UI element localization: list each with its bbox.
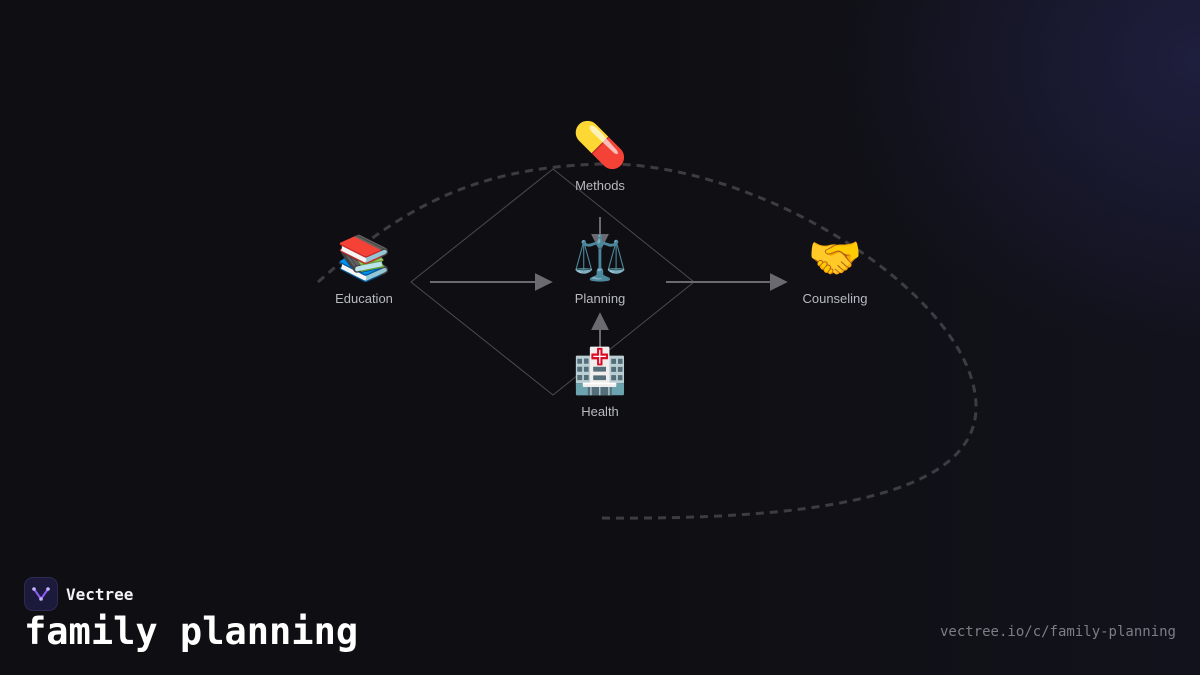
node-label: Methods — [575, 178, 625, 193]
page-url[interactable]: vectree.io/c/family-planning — [939, 624, 1176, 640]
node-label: Planning — [574, 291, 626, 306]
node-education[interactable]: 📚 Education — [294, 233, 434, 306]
books-icon: 📚 — [336, 233, 392, 284]
dashed-orbit-curve — [317, 162, 978, 520]
brand[interactable]: Vectree — [24, 577, 133, 611]
node-label: Counseling — [802, 291, 868, 306]
hospital-icon: 🏥 — [572, 346, 628, 397]
pill-icon: 💊 — [572, 120, 628, 171]
page-title: family planning — [24, 610, 359, 653]
diamond-outline — [410, 168, 695, 396]
node-counseling[interactable]: 🤝 Counseling — [765, 233, 905, 306]
node-label: Health — [581, 404, 619, 419]
node-label: Education — [335, 291, 393, 306]
scales-icon: ⚖️ — [572, 233, 628, 284]
node-methods[interactable]: 💊 Methods — [530, 120, 670, 193]
node-health[interactable]: 🏥 Health — [530, 346, 670, 419]
brand-name: Vectree — [66, 584, 134, 604]
handshake-icon: 🤝 — [807, 233, 863, 284]
node-planning[interactable]: ⚖️ Planning — [530, 233, 670, 306]
vectree-logo-icon — [24, 577, 58, 611]
vectree-logo-icon-glyph — [32, 587, 50, 601]
